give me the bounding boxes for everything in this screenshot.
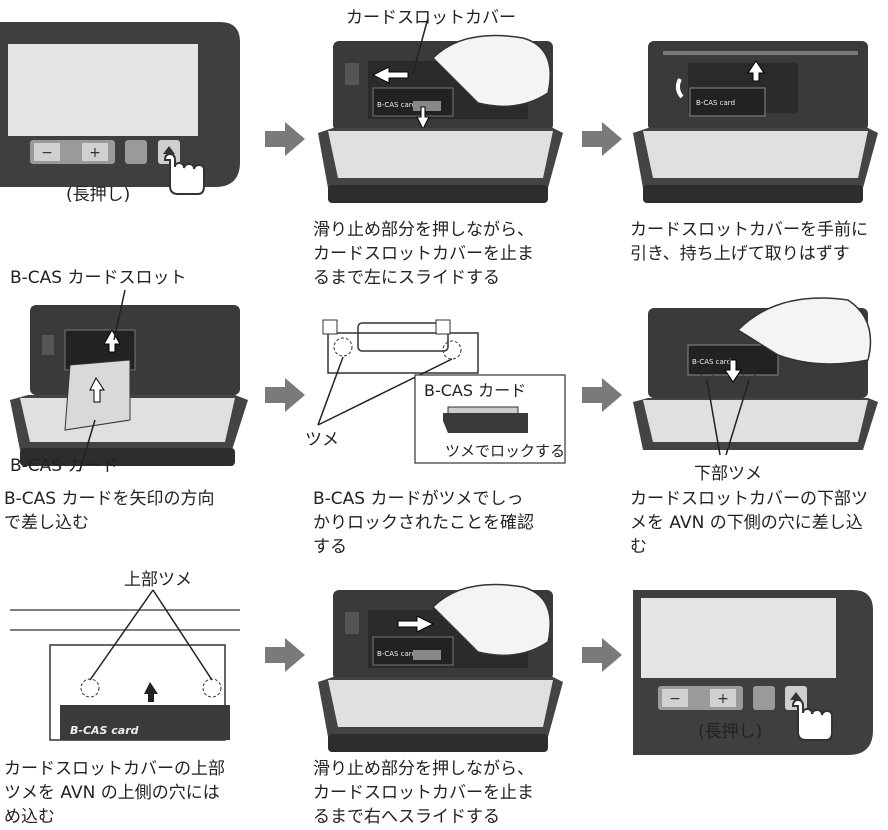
arrow-right-icon (265, 122, 305, 156)
step4-slot-label: B-CAS カードスロット (10, 268, 187, 288)
arrow-right-icon (265, 638, 305, 672)
step4-card-label: B-CAS カード (10, 456, 119, 476)
arrow-right-icon (582, 638, 622, 672)
step2-cover-label: カードスロットカバー (346, 8, 516, 28)
step9-illustration: − + (633, 590, 878, 765)
arrow-right-icon (582, 378, 622, 412)
svg-text:B-CAS card: B-CAS card (377, 650, 416, 658)
step8-illustration: B-CAS card (313, 582, 563, 752)
step4-illustration (0, 289, 250, 471)
svg-text:B-CAS card: B-CAS card (696, 99, 735, 107)
step5-box-note: ツメでロックする (445, 442, 566, 460)
svg-text:+: + (89, 145, 101, 161)
step8-caption: 滑り止め部分を押しながら、 カードスロットカバーを止ま るまで右へスライドする (313, 759, 534, 827)
step7-upper-tab-label: 上部ツメ (124, 570, 192, 590)
step9-long-press-label: (長押し) (698, 722, 763, 742)
step3-caption: カードスロットカバーを手前に 引き、持ち上げて取りはずす (630, 220, 868, 264)
step1-long-press-label: (長押し) (66, 185, 131, 205)
step6-caption: カードスロットカバーの下部ツ メを AVN の下側の穴に差し込 む (630, 489, 868, 557)
step5-box-title: B-CAS カード (424, 381, 527, 400)
svg-text:+: + (717, 691, 729, 707)
step5-caption: B-CAS カードがツメでしっ かりロックされたことを確認 する (313, 489, 534, 557)
step5-tsume-label: ツメ (305, 430, 339, 450)
step2-illustration: B-CAS card (313, 17, 563, 208)
svg-text:B-CAS card: B-CAS card (692, 358, 731, 366)
svg-text:B-CAS card: B-CAS card (70, 724, 139, 737)
step4-caption: B-CAS カードを矢印の方向 で差し込む (4, 489, 215, 533)
step7-caption: カードスロットカバーの上部 ツメを AVN の上側の穴には め込む (4, 759, 225, 827)
svg-text:B-CAS card: B-CAS card (377, 101, 416, 109)
step7-illustration: B-CAS card (0, 589, 250, 750)
step6-illustration: B-CAS card (628, 290, 878, 460)
step6-lower-tab-label: 下部ツメ (694, 464, 762, 484)
step3-illustration: B-CAS card (628, 33, 878, 208)
svg-text:−: − (669, 691, 681, 707)
arrow-right-icon (265, 378, 305, 412)
step5-illustration (317, 315, 568, 465)
svg-text:−: − (41, 145, 53, 161)
step2-caption: 滑り止め部分を押しながら、 カードスロットカバーを止ま るまで左にスライドする (313, 220, 534, 288)
step1-illustration: − + (0, 22, 245, 197)
arrow-right-icon (582, 122, 622, 156)
